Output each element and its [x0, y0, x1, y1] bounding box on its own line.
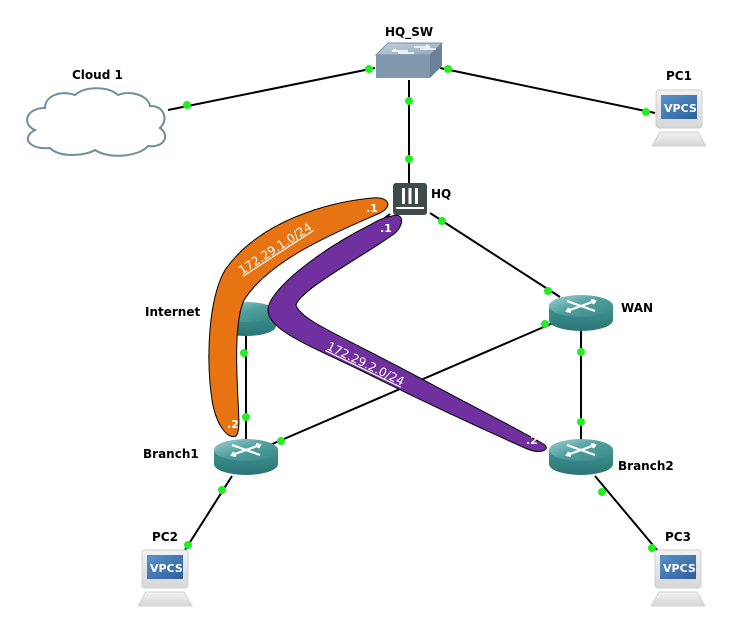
node-label-branch2: Branch2	[618, 459, 674, 473]
node-branch2[interactable]: Branch2	[549, 439, 674, 475]
subnet-shape	[208, 197, 389, 438]
vpcs-icon: VPCS	[650, 549, 706, 607]
subnet-ip-branch2: .2	[526, 434, 538, 447]
node-pc2[interactable]: VPCS PC2	[137, 530, 193, 607]
ports-layer	[183, 65, 656, 552]
firewall-icon	[393, 183, 427, 215]
subnet-shape	[267, 214, 547, 452]
node-branch1[interactable]: Branch1	[143, 439, 278, 475]
port-dot[interactable]	[365, 65, 373, 73]
subnet-ip-hq: .1	[366, 202, 378, 215]
node-label-wan: WAN	[621, 301, 653, 315]
node-label-cloud1: Cloud 1	[72, 68, 123, 82]
router-icon	[214, 439, 278, 475]
subnet-ip-branch1: .2	[227, 418, 239, 431]
port-dot[interactable]	[642, 108, 650, 116]
node-hq-sw[interactable]: HQ_SW	[374, 25, 444, 78]
port-dot[interactable]	[405, 155, 413, 163]
port-dot[interactable]	[648, 544, 656, 552]
port-dot[interactable]	[405, 97, 413, 105]
port-dot[interactable]	[218, 486, 226, 494]
vpcs-icon: VPCS	[651, 89, 707, 147]
link-branch2-pc3[interactable]	[594, 475, 658, 551]
node-label-hq-sw: HQ_SW	[385, 25, 433, 40]
node-pc1[interactable]: VPCS PC1	[651, 69, 707, 147]
subnet-172-29-2-0[interactable]: 172.29.2.0/24 .1 .2	[267, 214, 547, 452]
switch-icon	[374, 42, 444, 78]
node-label-internet: Internet	[145, 305, 200, 319]
link-cloud1-hq_sw[interactable]	[167, 67, 376, 111]
port-dot[interactable]	[444, 65, 452, 73]
port-dot[interactable]	[184, 541, 192, 549]
subnet-ip-hq: .1	[380, 222, 392, 235]
port-dot[interactable]	[438, 217, 446, 225]
node-hq[interactable]: HQ	[393, 183, 451, 215]
vpcs-icon: VPCS	[137, 549, 193, 607]
node-label-pc2: PC2	[152, 530, 178, 544]
cloud-icon	[26, 87, 167, 157]
port-dot[interactable]	[541, 320, 549, 328]
node-label-branch1: Branch1	[143, 447, 199, 461]
port-dot[interactable]	[577, 348, 585, 356]
port-dot[interactable]	[598, 488, 606, 496]
router-icon	[549, 439, 613, 475]
port-dot[interactable]	[544, 287, 552, 295]
link-branch1-pc2[interactable]	[184, 475, 233, 551]
node-pc3[interactable]: VPCS PC3	[650, 530, 706, 607]
link-hq_sw-pc1[interactable]	[439, 67, 656, 114]
port-dot[interactable]	[242, 413, 250, 421]
port-dot[interactable]	[183, 101, 191, 109]
port-dot[interactable]	[277, 437, 285, 445]
node-wan[interactable]: WAN	[549, 295, 653, 331]
node-label-pc3: PC3	[665, 530, 691, 544]
node-cloud1[interactable]: Cloud 1	[26, 68, 167, 157]
port-dot[interactable]	[240, 349, 248, 357]
link-hq-wan[interactable]	[429, 212, 561, 298]
vpcs-screen-text: VPCS	[664, 102, 697, 115]
router-icon	[549, 295, 613, 331]
vpcs-screen-text: VPCS	[150, 562, 183, 575]
node-label-hq: HQ	[431, 187, 451, 201]
port-dot[interactable]	[577, 418, 585, 426]
vpcs-screen-text: VPCS	[663, 562, 696, 575]
node-label-pc1: PC1	[666, 69, 692, 83]
